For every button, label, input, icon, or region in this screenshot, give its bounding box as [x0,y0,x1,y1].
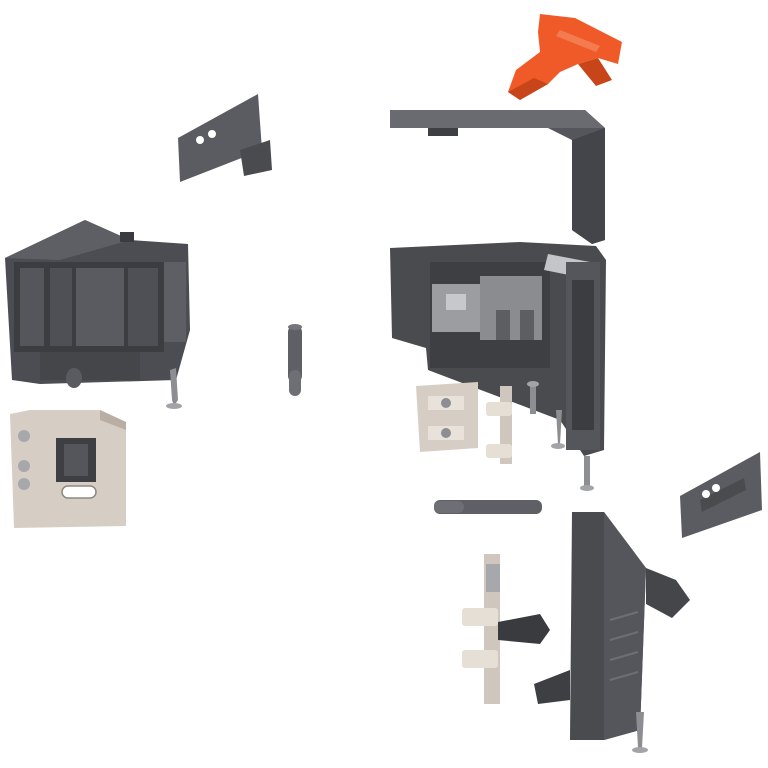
front-cover-housing [534,512,690,740]
corner-cover-cap [390,110,605,244]
screw-center-a [527,381,539,414]
guide-pin-vertical [288,324,302,396]
adapter-plate-vertical [486,386,512,464]
screw-bottom [632,712,648,753]
adapter-plate-lower [462,554,550,704]
small-angle-bracket-right [680,452,762,538]
screw-center-c [580,456,594,491]
right-actuator-housing [390,242,606,456]
adapter-plate-left [10,410,126,528]
left-actuator-housing [5,220,190,388]
small-angle-bracket-top [178,94,272,182]
orange-mounting-clip [508,14,622,100]
adapter-plate-center [416,382,478,452]
guide-pin-horizontal [434,500,542,514]
screw-center-b [551,410,565,449]
screw-left [166,368,182,409]
